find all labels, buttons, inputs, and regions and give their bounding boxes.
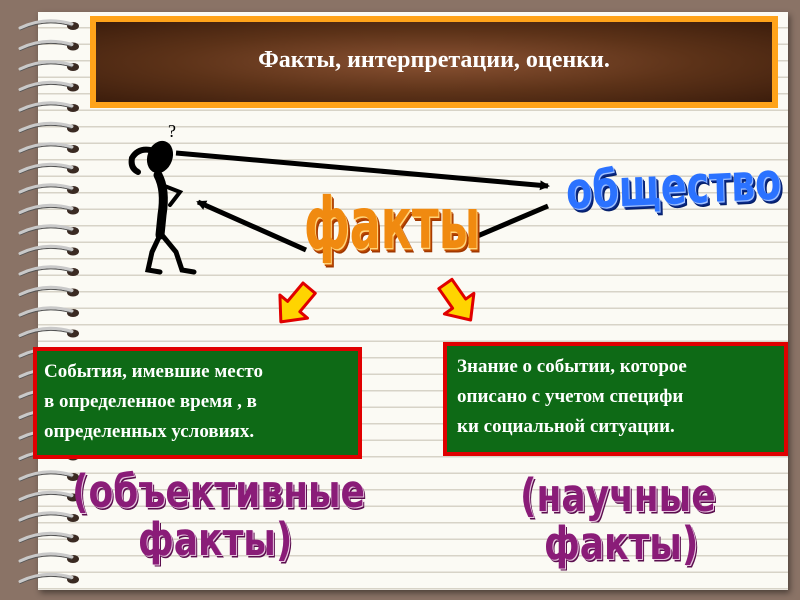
box-line: описано с учетом специфи — [457, 386, 684, 407]
title-banner-inner: Факты, интерпретации, оценки. — [96, 22, 772, 102]
down-arrow-right — [437, 277, 476, 322]
binding-ring — [18, 265, 79, 277]
binding-ring — [18, 19, 79, 31]
arrow-facts-to-person — [196, 199, 308, 253]
arrow-person-to-society — [175, 150, 550, 191]
scientific-facts-definition-box: Знание о событии, которое описано с учет… — [443, 342, 788, 456]
binding-ring — [18, 572, 79, 585]
page-title: Факты, интерпретации, оценки. — [258, 46, 610, 73]
thinking-person-figure — [128, 140, 197, 275]
objective-facts-definition-box: События, имевшие место в определенное вр… — [33, 347, 362, 459]
box-line: определенных условиях. — [44, 421, 255, 442]
binding-ring — [18, 101, 79, 113]
binding-ring — [18, 224, 79, 236]
question-mark: ? — [168, 121, 176, 141]
arrow-society-to-facts — [452, 203, 549, 249]
objective-facts-label-line1: (объективные — [72, 466, 365, 519]
binding-ring — [18, 244, 79, 257]
binding-ring — [18, 470, 79, 482]
title-banner: Факты, интерпретации, оценки. — [90, 16, 778, 108]
box-line: Знание о событии, которое — [457, 356, 687, 377]
binding-ring — [18, 121, 79, 134]
binding-ring — [18, 80, 79, 93]
binding-ring — [18, 183, 79, 195]
binding-ring — [18, 203, 79, 216]
binding-ring — [18, 162, 79, 175]
binding-ring — [18, 306, 79, 318]
binding-ring — [18, 490, 79, 503]
box-line: ки социальной ситуации. — [457, 416, 675, 437]
scientific-facts-label-line1: (научные — [520, 470, 716, 523]
binding-ring — [18, 326, 79, 339]
binding-ring — [18, 511, 79, 523]
binding-ring — [18, 142, 79, 154]
facts-wordart: факты — [304, 181, 481, 265]
binding-ring — [18, 552, 79, 564]
box-line: в определенное время , в — [44, 391, 257, 412]
down-arrow-left — [278, 281, 317, 324]
box-line: События, имевшие место — [44, 361, 263, 382]
notebook-page — [38, 12, 788, 590]
binding-ring — [18, 285, 79, 298]
objective-facts-label-line2: факты) — [138, 514, 293, 567]
society-wordart: общество — [565, 151, 782, 221]
binding-ring — [18, 39, 79, 52]
binding-ring — [18, 60, 79, 72]
binding-ring — [18, 531, 79, 544]
scientific-facts-label-line2: факты) — [544, 518, 699, 571]
